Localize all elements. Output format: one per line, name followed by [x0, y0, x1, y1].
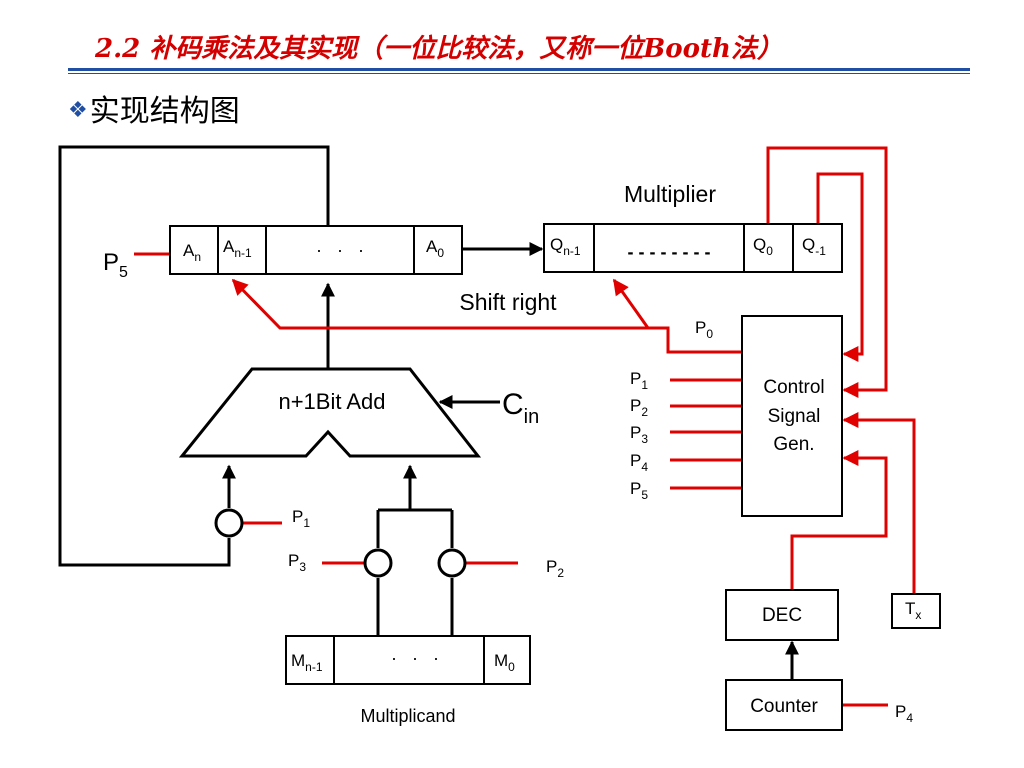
label-p3-ctrl: P3: [630, 423, 648, 446]
q-register: [543, 223, 843, 273]
counter-label: Counter: [750, 696, 818, 717]
title-rule-thin: [68, 73, 970, 74]
gate-p2: [437, 548, 467, 578]
label-p0: P0: [695, 318, 713, 341]
feedback-loop-line: [58, 145, 330, 567]
tx-label: Tx: [905, 599, 921, 622]
q0-to-control-line: [766, 146, 888, 398]
cell-q-1: Q-1: [802, 235, 826, 258]
diamond-bullet-icon: ❖: [68, 98, 88, 123]
cell-a0: A0: [426, 237, 444, 260]
label-p1-gate: P1: [292, 507, 310, 530]
label-p2-gate: P2: [546, 557, 564, 580]
carry-in-label: Cin: [502, 388, 539, 428]
section-heading-text: 实现结构图: [89, 94, 240, 129]
m-register-dots: · · ·: [391, 648, 439, 668]
tx-box: [891, 593, 941, 629]
label-p4-counter: P4: [895, 702, 913, 725]
gate-p1: [214, 508, 244, 538]
qm1-to-control-line: [816, 172, 864, 362]
label-p4-ctrl: P4: [630, 451, 648, 474]
p0-shift-line-q: [612, 278, 668, 330]
dec-label: DEC: [762, 605, 802, 626]
control-label-line2: Signal: [768, 406, 821, 427]
adder-shape: [178, 367, 482, 458]
cell-an: An: [183, 241, 201, 264]
gate-p3: [363, 548, 393, 578]
shift-right-label: Shift right: [459, 289, 557, 315]
q-register-dashes: - - - - - - - -: [628, 242, 711, 262]
control-label-line3: Gen.: [773, 434, 814, 455]
dec-box: [725, 589, 839, 641]
label-p1-ctrl: P1: [630, 369, 648, 392]
multiplicand-label: Multiplicand: [360, 706, 455, 726]
label-p3-gate: P3: [288, 551, 306, 574]
a-register-dots: · · ·: [316, 240, 364, 260]
section-heading: ❖实现结构图: [68, 86, 240, 130]
adder-label: n+1Bit Add: [278, 389, 385, 414]
control-label-line1: Control: [763, 377, 824, 398]
label-p5-ctrl: P5: [630, 479, 648, 502]
label-p2-ctrl: P2: [630, 396, 648, 419]
m-register: [285, 635, 531, 685]
tx-to-control-line: [842, 412, 916, 594]
cell-qn-1: Qn-1: [550, 235, 581, 258]
counter-box: [725, 679, 843, 731]
label-p5-a: P5: [103, 249, 128, 281]
multiplier-label: Multiplier: [624, 181, 716, 207]
cell-m0: M0: [494, 651, 515, 674]
a-register: [169, 225, 463, 275]
cell-q0: Q0: [753, 235, 773, 258]
cell-mn-1: Mn-1: [291, 651, 323, 674]
title-rule-thick: [68, 68, 970, 71]
cell-an-1: An-1: [223, 237, 252, 260]
control-signal-gen-box: [741, 315, 843, 517]
page-title: 2.2 补码乘法及其实现（一位比较法，又称一位Booth法）: [95, 34, 783, 64]
dec-to-control-line: [790, 450, 888, 590]
